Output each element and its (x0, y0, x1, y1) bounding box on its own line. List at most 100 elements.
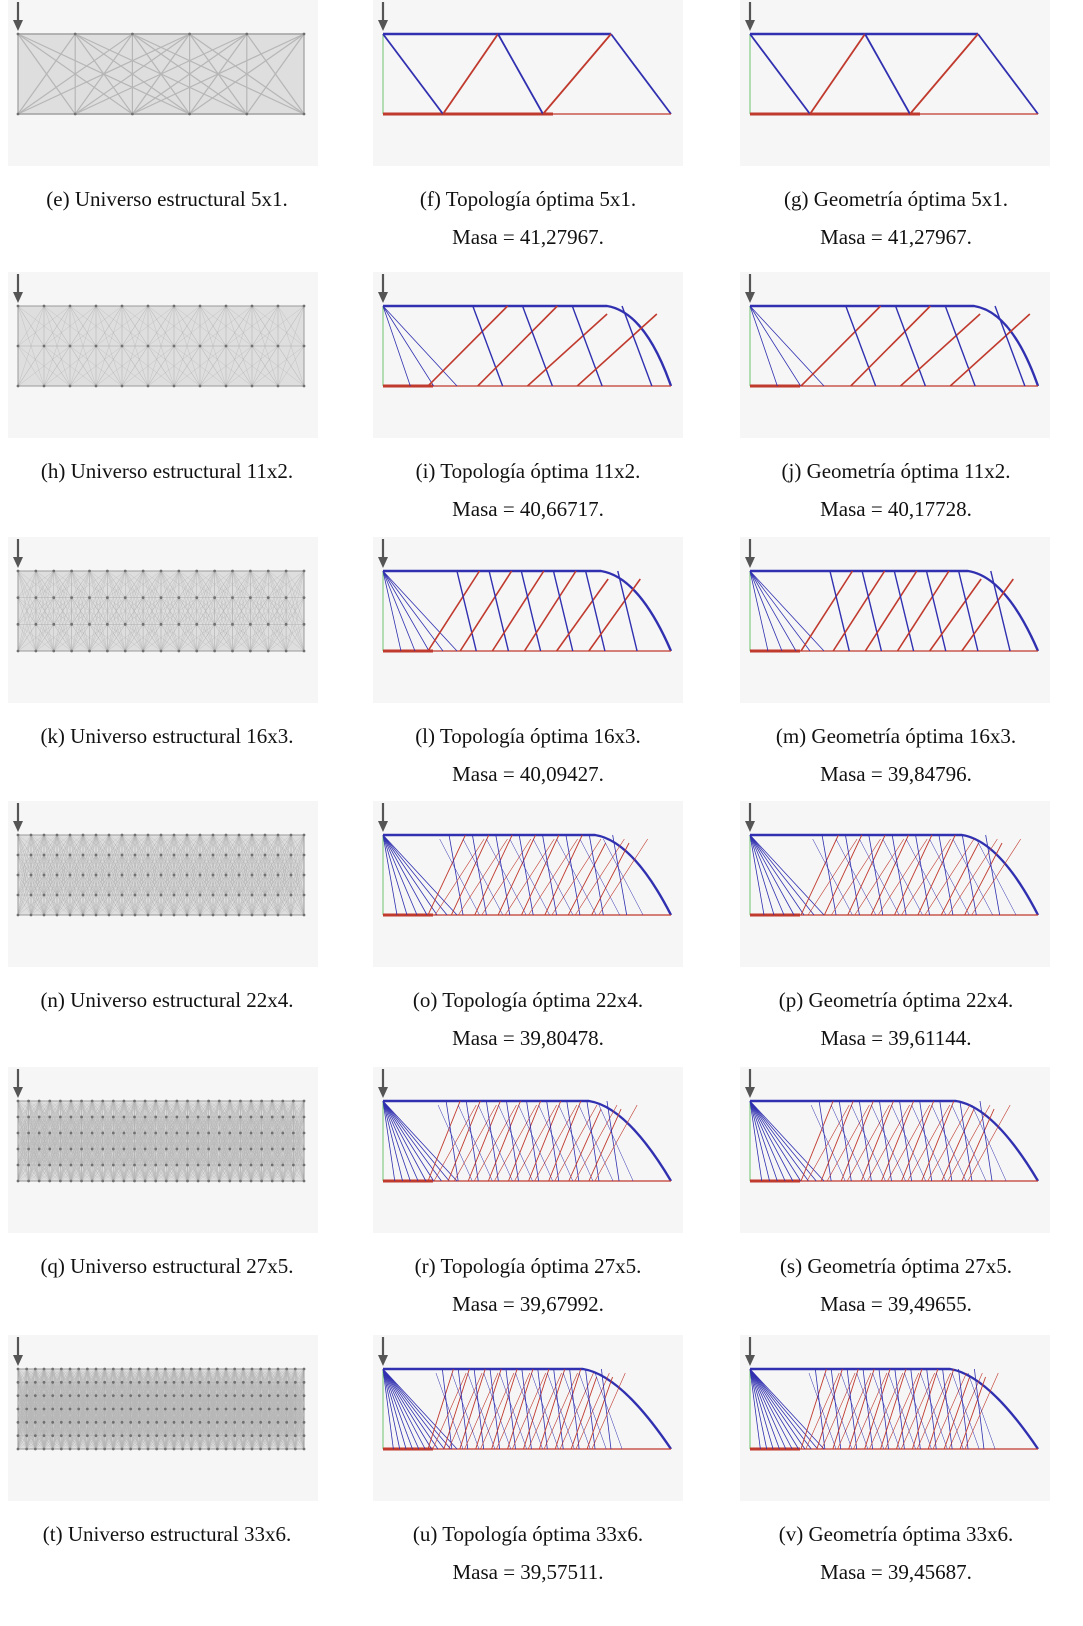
caption-title: (h) Universo estructural 11x2. (40, 459, 294, 483)
universe-diagram-22x4 (8, 801, 318, 967)
truss-members (382, 1099, 673, 1183)
load-arrow-icon (745, 803, 755, 832)
geometry-caption-11x2: (j) Geometría óptima 11x2. Masa = 40,1772… (716, 452, 1076, 528)
topology-diagram-27x5 (373, 1067, 683, 1233)
load-arrow-icon (745, 274, 755, 303)
load-arrow-icon (378, 539, 388, 568)
caption-title: (u) Topología óptima 33x6. (412, 1522, 644, 1546)
load-arrow-icon (13, 1069, 23, 1098)
load-arrow-icon (378, 803, 388, 832)
universe-bars (17, 834, 305, 916)
caption-title: (t) Universo estructural 33x6. (42, 1522, 292, 1546)
topology-diagram-5x1 (373, 0, 683, 166)
truss-members (382, 304, 673, 388)
caption-title: (n) Universo estructural 22x4. (40, 988, 294, 1012)
truss-members (749, 304, 1040, 388)
load-arrow-icon (378, 2, 388, 31)
load-arrow-icon (745, 539, 755, 568)
caption-mass: Masa = 39,57511. (452, 1560, 604, 1584)
topology-caption-5x1: (f) Topología óptima 5x1. Masa = 41,27967… (348, 180, 708, 256)
load-arrow-icon (13, 1337, 23, 1366)
universe-nodes (16, 304, 306, 388)
caption-title: (q) Universo estructural 27x5. (40, 1254, 294, 1278)
geometry-caption-33x6: (v) Geometría óptima 33x6. Masa = 39,4568… (716, 1515, 1076, 1591)
load-arrow-icon (378, 1337, 388, 1366)
geometry-caption-27x5: (s) Geometría óptima 27x5. Masa = 39,4965… (716, 1247, 1076, 1323)
caption-mass: Masa = 39,84796. (820, 762, 972, 786)
topology-caption-22x4: (o) Topología óptima 22x4. Masa = 39,8047… (348, 981, 708, 1057)
topology-caption-33x6: (u) Topología óptima 33x6. Masa = 39,5751… (348, 1515, 708, 1591)
universe-caption-11x2: (h) Universo estructural 11x2. (0, 452, 347, 490)
geometry-diagram-27x5 (740, 1067, 1050, 1233)
universe-caption-5x1: (e) Universo estructural 5x1. (0, 180, 347, 218)
topology-caption-27x5: (r) Topología óptima 27x5.Masa = 39,6799… (348, 1247, 708, 1323)
universe-diagram-11x2 (8, 272, 318, 438)
load-arrow-icon (745, 1069, 755, 1098)
load-arrow-icon (13, 803, 23, 832)
caption-title: (s) Geometría óptima 27x5. (779, 1254, 1013, 1278)
caption-title: (o) Topología óptima 22x4. (412, 988, 644, 1012)
caption-title: (i) Topología óptima 11x2. (415, 459, 641, 483)
universe-bars (17, 33, 305, 115)
caption-title: (v) Geometría óptima 33x6. (778, 1522, 1014, 1546)
caption-title: (m) Geometría óptima 16x3. (775, 724, 1017, 748)
caption-title: (g) Geometría óptima 5x1. (784, 187, 1008, 211)
load-arrow-icon (13, 539, 23, 568)
caption-title: (l) Topología óptima 16x3. (415, 724, 641, 748)
universe-diagram-5x1 (8, 0, 318, 166)
geometry-diagram-22x4 (740, 801, 1050, 967)
caption-title: (f) Topología óptima 5x1. (419, 187, 637, 211)
caption-title: (p) Geometría óptima 22x4. (778, 988, 1014, 1012)
geometry-diagram-11x2 (740, 272, 1050, 438)
load-arrow-icon (13, 274, 23, 303)
caption-mass: Masa = 41,27967. (820, 225, 972, 249)
universe-caption-33x6: (t) Universo estructural 33x6. (0, 1515, 347, 1553)
load-arrow-icon (378, 274, 388, 303)
truss-members (749, 1367, 1039, 1451)
truss-members (382, 833, 673, 917)
universe-nodes (16, 1367, 306, 1451)
caption-title: (e) Universo estructural 5x1. (46, 187, 288, 211)
topology-diagram-33x6 (373, 1335, 683, 1501)
universe-caption-16x3: (k) Universo estructural 16x3. (0, 717, 347, 755)
universe-nodes (16, 833, 306, 917)
universe-caption-22x4: (n) Universo estructural 22x4. (0, 981, 347, 1019)
topology-diagram-16x3 (373, 537, 683, 703)
topology-caption-11x2: (i) Topología óptima 11x2.Masa = 40,6671… (348, 452, 708, 528)
universe-nodes (16, 32, 306, 116)
caption-title: (j) Geometría óptima 11x2. (781, 459, 1011, 483)
universe-nodes (16, 1099, 306, 1183)
topology-diagram-11x2 (373, 272, 683, 438)
caption-title: (k) Universo estructural 16x3. (40, 724, 294, 748)
caption-mass: Masa = 41,27967. (452, 225, 604, 249)
caption-title: (r) Topología óptima 27x5. (414, 1254, 642, 1278)
caption-mass: Masa = 39,80478. (452, 1026, 604, 1050)
truss-members (749, 32, 1039, 116)
caption-mass: Masa = 39,45687. (820, 1560, 972, 1584)
load-arrow-icon (745, 2, 755, 31)
caption-mass: Masa = 39,49655. (820, 1292, 972, 1316)
geometry-caption-16x3: (m) Geometría óptima 16x3. Masa = 39,8479… (716, 717, 1076, 793)
universe-caption-27x5: (q) Universo estructural 27x5. (0, 1247, 347, 1285)
geometry-diagram-5x1 (740, 0, 1050, 166)
truss-members (749, 1099, 1040, 1183)
geometry-diagram-33x6 (740, 1335, 1050, 1501)
truss-members (749, 833, 1040, 917)
universe-diagram-33x6 (8, 1335, 318, 1501)
load-arrow-icon (13, 2, 23, 31)
caption-mass: Masa = 40,17728. (820, 497, 972, 521)
truss-members (382, 32, 672, 116)
caption-mass: Masa = 39,61144. (820, 1026, 972, 1050)
topology-diagram-22x4 (373, 801, 683, 967)
geometry-caption-5x1: (g) Geometría óptima 5x1. Masa = 41,27967… (716, 180, 1076, 256)
universe-diagram-27x5 (8, 1067, 318, 1233)
geometry-diagram-16x3 (740, 537, 1050, 703)
topology-caption-16x3: (l) Topología óptima 16x3. Masa = 40,0942… (348, 717, 708, 793)
load-arrow-icon (745, 1337, 755, 1366)
truss-members (749, 569, 1040, 653)
truss-members (382, 1367, 672, 1451)
universe-nodes (16, 569, 306, 653)
caption-mass: Masa = 40,09427. (452, 762, 604, 786)
universe-bars (17, 1368, 305, 1450)
truss-members (382, 569, 673, 653)
